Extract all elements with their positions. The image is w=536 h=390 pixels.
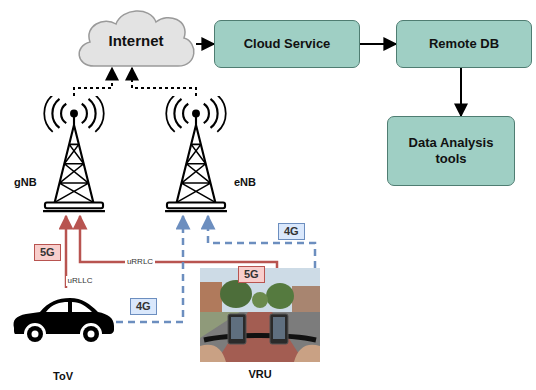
base-station-tower: gNB xyxy=(40,96,108,216)
node-text: Cloud Service xyxy=(244,36,331,52)
network-badge: 4G xyxy=(278,223,305,240)
process-box: Data Analysis tools xyxy=(387,116,515,186)
network-badge: 5G xyxy=(238,266,265,283)
internet-cloud: Internet xyxy=(72,4,200,74)
base-station-tower: eNB xyxy=(162,96,230,216)
connector xyxy=(74,68,112,96)
node-label: VRU xyxy=(248,368,271,381)
network-badge: 4G xyxy=(130,298,157,315)
node-text: Data Analysis tools xyxy=(394,135,508,166)
edge-label: uRLLC xyxy=(66,276,95,286)
process-box: Cloud Service xyxy=(214,20,360,68)
node-label: ToV xyxy=(53,370,73,383)
node-text: Internet xyxy=(108,32,163,50)
connector xyxy=(196,43,214,45)
connector xyxy=(460,68,462,116)
connector xyxy=(208,216,315,268)
node-text: Remote DB xyxy=(429,36,499,52)
connector xyxy=(132,68,196,96)
network-badge: 5G xyxy=(34,244,61,261)
edge-label: uRRLC xyxy=(125,257,155,267)
connector xyxy=(116,216,183,322)
connector xyxy=(360,43,396,45)
connector xyxy=(80,216,277,268)
node-label: eNB xyxy=(234,176,256,189)
process-box: Remote DB xyxy=(396,20,532,68)
node-label: gNB xyxy=(14,176,37,189)
vehicle-icon: ToV xyxy=(10,288,116,344)
